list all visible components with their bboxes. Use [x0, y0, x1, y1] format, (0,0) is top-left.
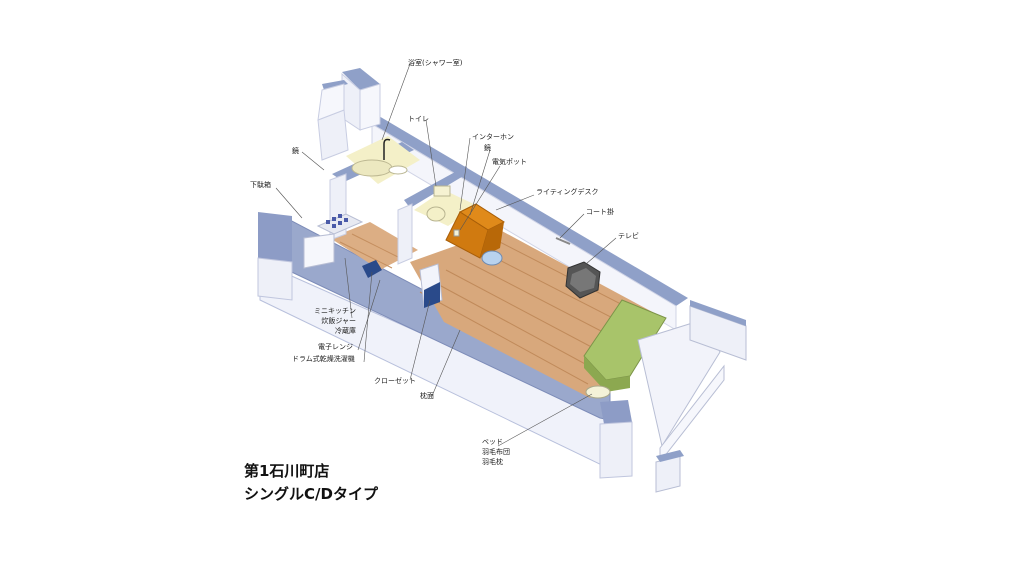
desk-chair: [481, 250, 503, 266]
back-tower-top: [342, 68, 380, 90]
label-duvet: 羽毛布団: [482, 448, 510, 456]
left-wall-face: [257, 257, 293, 301]
corridor-planks: [339, 233, 405, 269]
toilet-wall-face: [397, 203, 413, 265]
label-washer: ドラム式乾燥洗濯機: [292, 355, 355, 363]
kitchen-burners: [326, 214, 348, 228]
back-tower-front: [359, 83, 381, 131]
label-closet: クローゼット: [374, 377, 416, 385]
entry-box-side: [317, 83, 345, 121]
label-fridge: 冷蔵庫: [335, 327, 356, 335]
balcony-wall: [689, 305, 747, 361]
leader-lines: [275, 63, 617, 447]
balcony-post: [655, 455, 681, 493]
entry-box-top: [322, 80, 348, 90]
bed-side: [584, 356, 630, 392]
desk-side: [480, 222, 504, 258]
coat-hanger-bar: [555, 237, 571, 245]
right-pillar-face: [599, 421, 633, 479]
label-shoe-box: 下駄箱: [250, 181, 271, 189]
label-mirror-left: 鏡: [292, 147, 299, 155]
label-rice-cooker: 炊飯ジャー: [321, 317, 356, 325]
label-kitchen: ミニキッチン: [314, 307, 356, 315]
pillow: [585, 385, 611, 399]
label-tv: テレビ: [618, 232, 639, 240]
label-coat-hanger: コート掛: [586, 208, 614, 216]
right-pillar-top: [600, 400, 632, 424]
label-pillow: 枕面: [420, 392, 434, 400]
page-subtitle: シングルC/Dタイプ: [244, 485, 378, 503]
label-mirror-right: 鏡: [484, 144, 491, 152]
label-desk: ライティングデスク: [536, 188, 599, 196]
closet-interior: [424, 282, 440, 308]
balcony-post-top: [656, 450, 684, 462]
label-bathroom: 浴室(シャワー室): [408, 59, 463, 67]
label-kettle: 電気ポット: [492, 158, 527, 166]
label-microwave: 電子レンジ: [318, 343, 353, 351]
washer: [362, 260, 382, 278]
left-wall-cap: [258, 212, 292, 262]
page-title: 第1石川町店: [244, 462, 330, 480]
label-bed-group: ベッド 羽毛布団 羽毛枕: [482, 437, 510, 467]
label-intercom: インターホン: [472, 133, 514, 141]
label-toilet: トイレ: [408, 115, 429, 123]
kitchen-front: [303, 233, 335, 269]
toilet-bowl: [426, 206, 446, 222]
toilet-tank: [433, 185, 451, 197]
bath-sink: [388, 165, 408, 175]
label-bed: ベッド: [482, 438, 503, 446]
balcony-wall-top: [690, 300, 746, 326]
label-down-pillow: 羽毛枕: [482, 458, 503, 466]
tv-screen: [570, 268, 596, 292]
shower-head-icon: [383, 138, 391, 160]
bathtub: [351, 159, 393, 177]
kettle: [453, 229, 460, 237]
label-kitchen-group: ミニキッチン 炊飯ジャー 冷蔵庫: [290, 306, 356, 336]
back-wall-top: [360, 112, 688, 306]
balcony-floor: [637, 319, 721, 448]
